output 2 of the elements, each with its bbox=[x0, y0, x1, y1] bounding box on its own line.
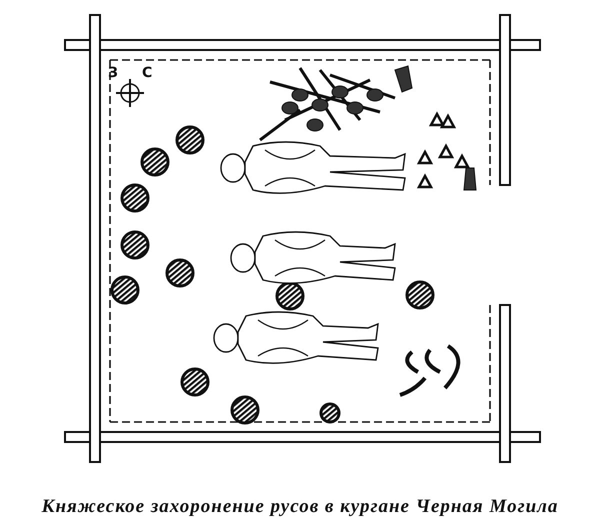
compass-label: С bbox=[142, 66, 152, 80]
caption: Княжеское захоронение русов в кургане Черная Могила bbox=[40, 496, 560, 518]
